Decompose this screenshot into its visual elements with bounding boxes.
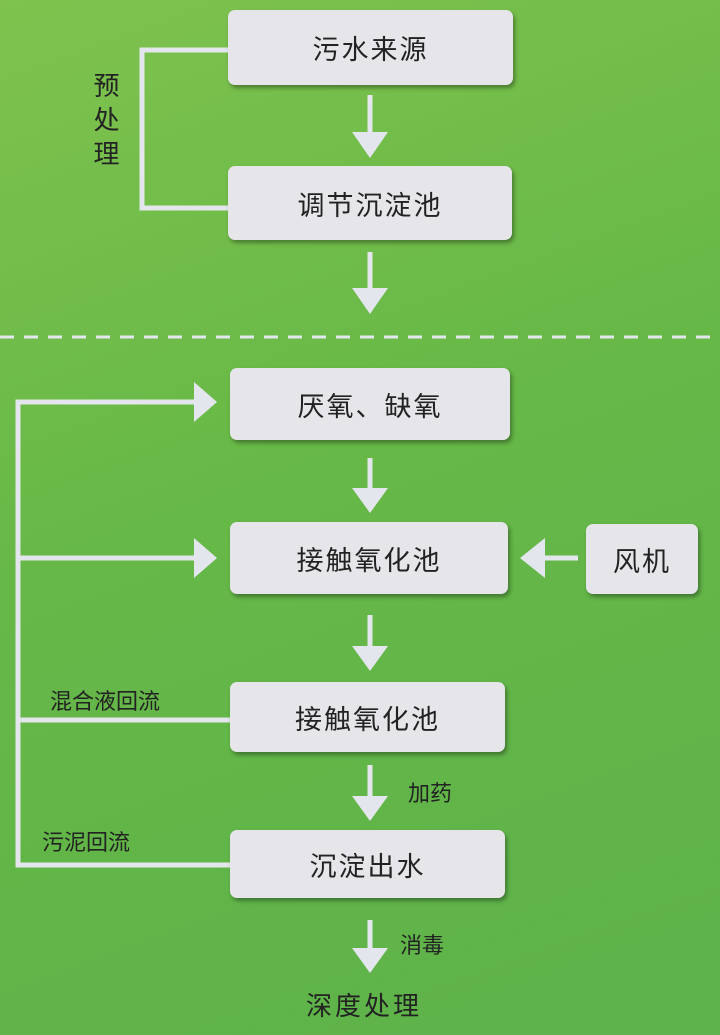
label-pretreatment: 预处理 bbox=[89, 72, 119, 174]
box-contact-oxidation-2: 接触氧化池 bbox=[230, 682, 505, 752]
box-settling-outflow: 沉淀出水 bbox=[230, 830, 505, 898]
box-contact-oxidation-1: 接触氧化池 bbox=[230, 522, 508, 594]
arrow-down-icon bbox=[352, 948, 388, 973]
label-dosing: 加药 bbox=[408, 782, 453, 807]
arrow-down-icon bbox=[352, 646, 388, 671]
pretreatment-bracket bbox=[139, 47, 228, 211]
box-sewage-source: 污水来源 bbox=[228, 10, 513, 85]
arrow-down-icon bbox=[352, 488, 388, 513]
label-disinfection: 消毒 bbox=[400, 934, 445, 959]
arrow-down-icon bbox=[352, 288, 388, 314]
arrow-left-icon bbox=[520, 538, 545, 578]
return-loop bbox=[15, 399, 230, 868]
arrow-down-icon bbox=[352, 132, 388, 158]
arrow-right-icon bbox=[194, 538, 217, 578]
label-advanced-treatment: 深度处理 bbox=[306, 992, 423, 1022]
arrow-down-icon bbox=[352, 796, 388, 821]
box-anaerobic-anoxic: 厌氧、缺氧 bbox=[230, 368, 510, 440]
label-sludge-return: 污泥回流 bbox=[42, 831, 131, 856]
box-blower: 风机 bbox=[586, 524, 698, 594]
label-mixed-liquor-return: 混合液回流 bbox=[50, 690, 161, 715]
box-regulating-tank: 调节沉淀池 bbox=[228, 166, 512, 240]
arrow-right-icon bbox=[194, 382, 217, 422]
